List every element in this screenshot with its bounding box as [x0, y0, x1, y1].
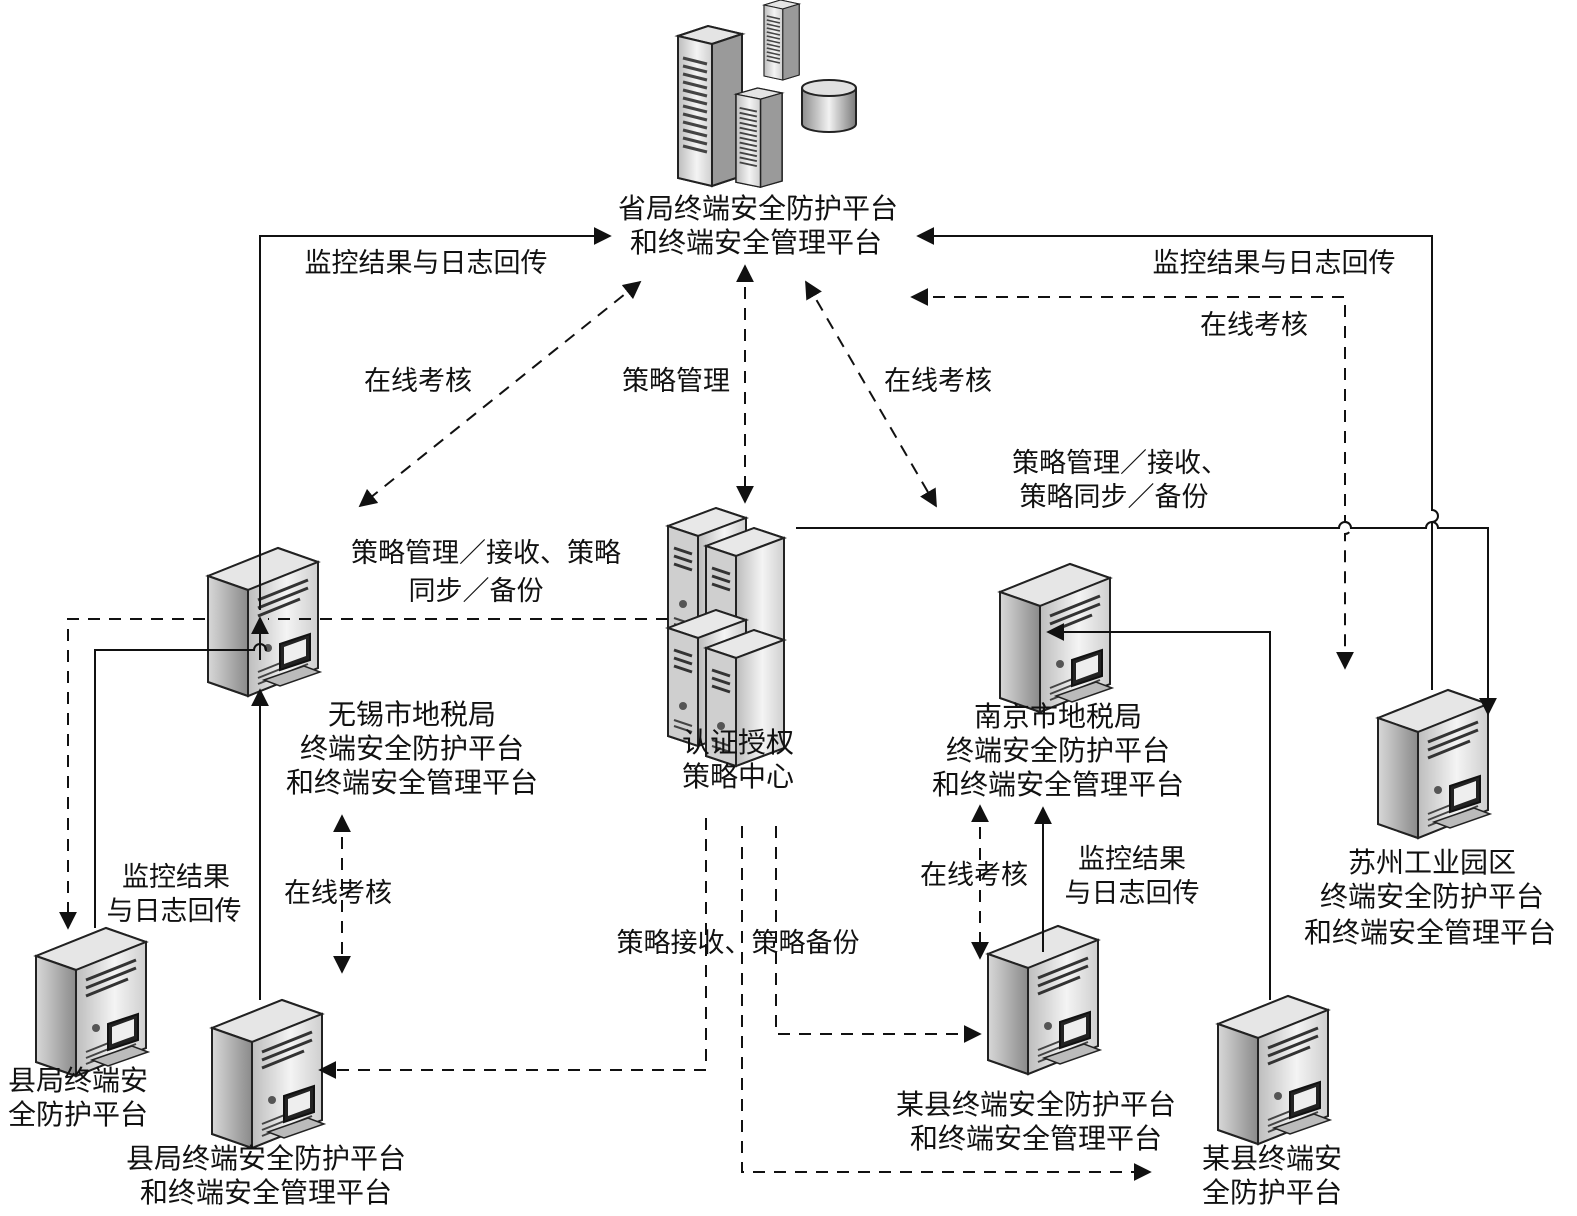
- server-tower-icon: [763, 0, 801, 81]
- edge-policy-county-b: [318, 818, 707, 1079]
- label-online-check-left: 在线考核: [364, 366, 472, 397]
- center-title-line1: 认证授权: [682, 726, 794, 759]
- county-a-node-label: 县局终端安 全防护平台: [8, 1064, 148, 1131]
- connectors: [59, 227, 1497, 1181]
- suzhou-title-line1: 苏州工业园区: [1348, 846, 1516, 879]
- suzhou-title-line2: 终端安全防护平台: [1320, 880, 1544, 913]
- label-online-check-wuxi: 在线考核: [284, 878, 392, 909]
- server-tower-icon: [676, 24, 744, 188]
- suzhou-node-label: 苏州工业园区 终端安全防护平台 和终端安全管理平台: [1304, 846, 1556, 949]
- label-monitor-return-left: 监控结果与日志回传: [305, 248, 548, 279]
- edge-policy-county-c: [775, 826, 982, 1043]
- province-server-cluster: [676, 0, 857, 189]
- center-node-label: 认证授权 策略中心: [682, 726, 794, 793]
- county-c-title-line2: 和终端安全管理平台: [910, 1122, 1162, 1155]
- county-d-title-line2: 全防护平台: [1202, 1176, 1342, 1209]
- server-tower-icon: [1216, 994, 1332, 1146]
- server-tower-icon: [1376, 688, 1492, 840]
- server-tower-icon: [206, 546, 322, 698]
- label-policy-mgmt: 策略管理: [622, 366, 730, 397]
- label-policy-receive-backup: 策略接收、策略备份: [617, 928, 860, 959]
- nanjing-node-label: 南京市地税局 终端安全防护平台 和终端安全管理平台: [932, 700, 1184, 801]
- edge-policy-county-a: [59, 618, 205, 930]
- label-policy-sync-left-2: 同步／备份: [409, 576, 544, 607]
- label-online-check-nanjing: 在线考核: [920, 860, 1028, 891]
- label-online-check-mid: 在线考核: [884, 366, 992, 397]
- wuxi-title-line3: 和终端安全管理平台: [286, 766, 538, 799]
- wuxi-title-line2: 终端安全防护平台: [300, 732, 524, 765]
- nanjing-title-line1: 南京市地税局: [974, 700, 1142, 733]
- label-monitor-nanjing-2: 与日志回传: [1065, 878, 1200, 909]
- county-c-title-line1: 某县终端安全防护平台: [896, 1088, 1176, 1121]
- edge-monitor-county-d: [1046, 623, 1271, 1000]
- label-monitor-nanjing-1: 监控结果: [1078, 844, 1186, 875]
- server-tower-icon: [34, 926, 150, 1078]
- label-monitor-county-a-1: 监控结果: [122, 862, 230, 893]
- edge-policy-suzhou: [796, 521, 1497, 716]
- wuxi-title-line1: 无锡市地税局: [328, 698, 496, 731]
- edge-policy-county-d: [741, 826, 1152, 1181]
- label-online-check-right: 在线考核: [1200, 310, 1308, 341]
- label-monitor-county-a-2: 与日志回传: [107, 896, 242, 927]
- server-tower-icon: [998, 562, 1114, 714]
- edge-labels: 监控结果与日志回传 监控结果与日志回传 在线考核 策略管理 在线考核 在线考核 …: [107, 248, 1396, 959]
- server-tower-icon: [210, 998, 326, 1150]
- nanjing-title-line3: 和终端安全管理平台: [932, 768, 1184, 801]
- county-b-title-line1: 县局终端安全防护平台: [126, 1142, 406, 1175]
- suzhou-title-line3: 和终端安全管理平台: [1304, 916, 1556, 949]
- county-a-title-line1: 县局终端安: [8, 1064, 148, 1097]
- nanjing-title-line2: 终端安全防护平台: [946, 734, 1170, 767]
- county-d-title-line1: 某县终端安: [1202, 1142, 1342, 1175]
- province-node-label: 省局终端安全防护平台 和终端安全管理平台: [618, 192, 898, 259]
- label-policy-sync-right-2: 策略同步／备份: [1020, 482, 1209, 513]
- edge-monitor-wuxi-province: [259, 227, 612, 610]
- database-icon: [801, 79, 857, 133]
- label-policy-sync-left-1: 策略管理／接收、策略: [351, 538, 621, 569]
- label-monitor-return-right: 监控结果与日志回传: [1153, 248, 1396, 279]
- county-d-node-label: 某县终端安 全防护平台: [1202, 1142, 1342, 1209]
- county-c-node-label: 某县终端安全防护平台 和终端安全管理平台: [896, 1088, 1176, 1155]
- province-title-line2: 和终端安全管理平台: [630, 226, 882, 259]
- county-a-title-line2: 全防护平台: [8, 1098, 148, 1131]
- center-title-line2: 策略中心: [682, 760, 794, 793]
- county-b-node-label: 县局终端安全防护平台 和终端安全管理平台: [126, 1142, 406, 1209]
- server-tower-icon: [734, 86, 784, 189]
- label-policy-sync-right-1: 策略管理／接收、: [1012, 448, 1228, 479]
- province-title-line1: 省局终端安全防护平台: [618, 192, 898, 225]
- wuxi-node-label: 无锡市地税局 终端安全防护平台 和终端安全管理平台: [286, 698, 538, 799]
- edge-online-wuxi: [358, 280, 642, 508]
- county-b-title-line2: 和终端安全管理平台: [140, 1176, 392, 1209]
